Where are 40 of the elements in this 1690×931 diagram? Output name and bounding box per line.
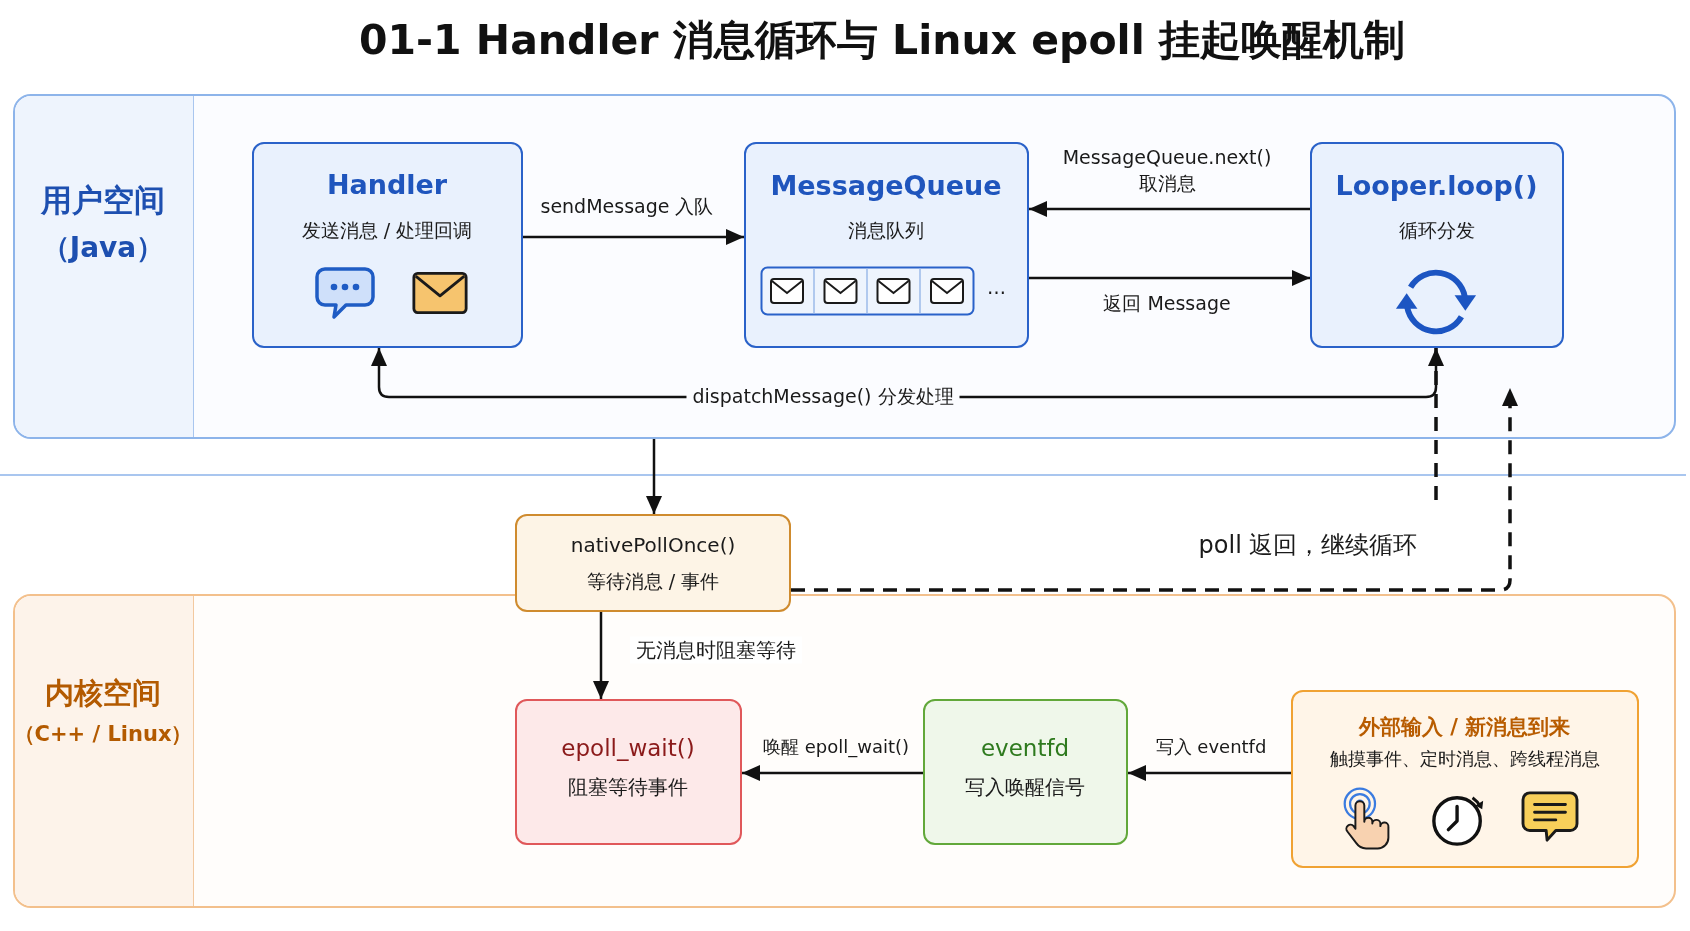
box-subtitle: 发送消息 / 处理回调 <box>301 218 473 243</box>
process-box <box>1310 142 1564 348</box>
arrow <box>1029 270 1310 286</box>
box-title: Handler <box>326 167 448 202</box>
process-box <box>744 142 1029 348</box>
process-box <box>515 514 791 612</box>
arrow <box>523 229 744 245</box>
process-box <box>1291 690 1639 868</box>
arrow <box>1029 201 1310 217</box>
lane-subtitle: （Java） <box>41 229 165 265</box>
arrow <box>646 439 662 514</box>
box-subtitle: 等待消息 / 事件 <box>586 570 720 594</box>
title: 01-1 Handler 消息循环与 Linux epoll 挂起唤醒机制 <box>359 16 1405 66</box>
swimlane-panel <box>13 94 1676 439</box>
lane-title: 用户空间 <box>41 180 165 220</box>
process-box <box>515 699 742 845</box>
box-subtitle: 写入唤醒信号 <box>965 774 1085 799</box>
box-title: 外部输入 / 新消息到来 <box>1358 713 1571 740</box>
box-title: nativePollOnce() <box>570 532 736 558</box>
edge-label: 无消息时阻塞等待 <box>630 636 802 664</box>
arrow <box>593 612 609 699</box>
box-subtitle: 循环分发 <box>1398 218 1475 243</box>
process-box <box>252 142 523 348</box>
dashed-arrow <box>1428 348 1444 500</box>
box-subtitle: 阻塞等待事件 <box>568 774 688 799</box>
ellipsis-mark: … <box>987 275 1006 300</box>
box-title: eventfd <box>980 733 1070 762</box>
box-title: epoll_wait() <box>561 733 695 762</box>
process-box <box>923 699 1128 845</box>
arrow <box>1128 765 1291 781</box>
lane-subtitle: （C++ / Linux） <box>13 720 193 748</box>
edge-label: dispatchMessage() 分发处理 <box>686 384 960 410</box>
arrow <box>742 765 923 781</box>
box-subtitle: 消息队列 <box>848 218 924 243</box>
swimlane-panel <box>13 594 1676 908</box>
box-title: Looper.loop() <box>1335 168 1538 203</box>
box-subtitle: 触摸事件、定时消息、跨线程消息 <box>1329 747 1600 770</box>
dashed-arrow <box>791 388 1518 592</box>
box-title: MessageQueue <box>770 168 1002 203</box>
lane-title: 内核空间 <box>45 674 161 712</box>
